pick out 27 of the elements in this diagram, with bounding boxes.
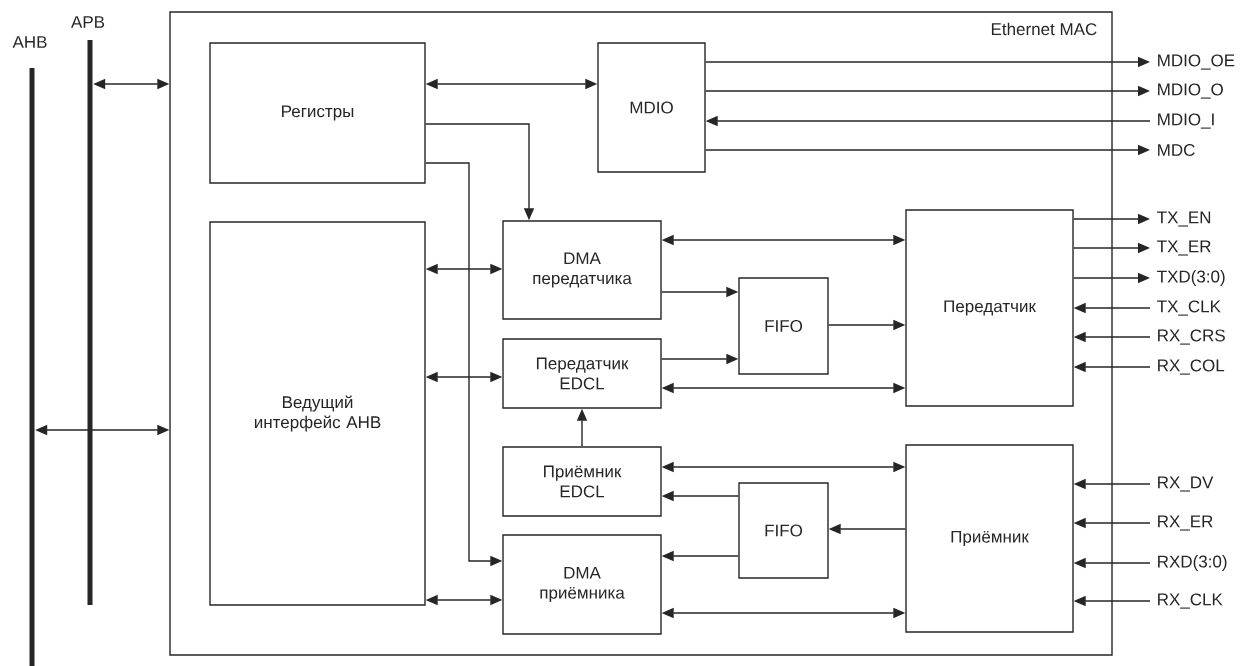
block-box: DMA приёмника [502,534,662,635]
signal-label: RXD(3:0) [1158,555,1227,571]
block-box: Передатчик EDCL [502,338,662,409]
block-box: FIFO [738,277,829,375]
signal-label: MDC [1158,144,1195,156]
signal-label: MDIO_I [1158,113,1214,129]
signal-label: MDIO_O [1158,83,1223,99]
block-box: Передатчик [905,209,1074,407]
block-box: Ведущий интерфейс AHB [209,221,426,606]
signal-label: RX_CRS [1158,329,1225,345]
signal-label: MDIO_OE [1158,54,1235,70]
signal-label: RX_DV [1158,476,1214,492]
signal-label: TX_CLK [1157,300,1221,316]
signal-label: RX_COL [1158,359,1225,375]
signal-label: TXD(3:0) [1157,270,1225,286]
block-box: Приёмник EDCL [502,446,662,517]
block-box: Регистры [209,42,426,184]
block-box: DMA передатчика [502,220,662,320]
signal-label: RX_CLK [1158,593,1223,609]
signal-label: RX_ER [1158,515,1213,531]
bus-label: APB [71,16,105,28]
signal-label: TX_ER [1157,240,1211,256]
signal-label: TX_EN [1157,211,1211,227]
block-box: MDIO [597,42,706,173]
block-box: FIFO [738,482,829,579]
block-box: Приёмник [905,444,1074,633]
bus-label: AHB [12,36,47,48]
